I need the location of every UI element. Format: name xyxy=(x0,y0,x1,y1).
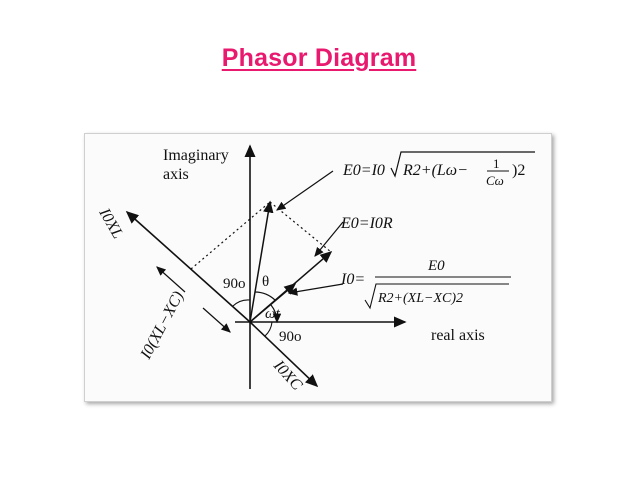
i0xc-vector xyxy=(249,321,319,388)
angle-90-top-label: 90o xyxy=(223,276,246,292)
e0-equation-close: )2 xyxy=(512,162,525,179)
i0xl-label: I0XL xyxy=(95,205,126,242)
dotted-line-1 xyxy=(190,201,271,270)
phasor-diagram-figure: Imaginary axis real axis E0=I0 R2+(Lω− 1… xyxy=(84,133,552,402)
angle-arc-theta xyxy=(254,291,276,301)
pointer-e0r xyxy=(314,221,344,257)
angle-arc-omega-t xyxy=(270,304,282,324)
e0-equation-frac-num: 1 xyxy=(493,156,500,171)
imaginary-axis-label-2: axis xyxy=(163,166,189,183)
imaginary-axis-label-1: Imaginary xyxy=(163,147,229,164)
i0-equation-lhs: I0= xyxy=(340,271,365,288)
i0-vector xyxy=(249,283,297,323)
e0-equation-sqrt xyxy=(390,151,535,178)
e0-equation-frac-den: Cω xyxy=(486,173,504,188)
angle-omega-t-label: ωt xyxy=(265,306,281,322)
angle-arc-90-top xyxy=(232,299,251,307)
diff-arrow-down xyxy=(202,307,231,333)
real-axis-label: real axis xyxy=(431,327,485,344)
i0xl-vector xyxy=(125,210,251,323)
i0-equation-num: E0 xyxy=(427,258,445,274)
pointer-e0 xyxy=(276,170,334,211)
dotted-line-2 xyxy=(269,201,332,253)
angle-theta-label: θ xyxy=(262,274,269,290)
i0xc-label: I0XC xyxy=(269,357,305,394)
i0-equation-den: R2+(XL−XC)2 xyxy=(377,291,463,306)
e0-equation-lhs: E0=I0 xyxy=(342,162,385,179)
i0-diff-label: I0(XL−XC) xyxy=(137,289,187,363)
diff-arrow-up xyxy=(156,266,186,293)
angle-arc-90-bottom xyxy=(264,321,273,337)
angle-90-bottom-label: 90o xyxy=(279,329,302,345)
phasor-diagram: Imaginary axis real axis E0=I0 R2+(Lω− 1… xyxy=(95,144,535,394)
e0-vector xyxy=(249,200,274,323)
i0-equation-sqrt xyxy=(364,283,509,310)
e0r-equation: E0=I0R xyxy=(340,215,393,232)
pointer-i0 xyxy=(287,283,344,296)
e0-equation-radicand: R2+(Lω− xyxy=(402,162,468,179)
page-title: Phasor Diagram xyxy=(221,44,417,72)
